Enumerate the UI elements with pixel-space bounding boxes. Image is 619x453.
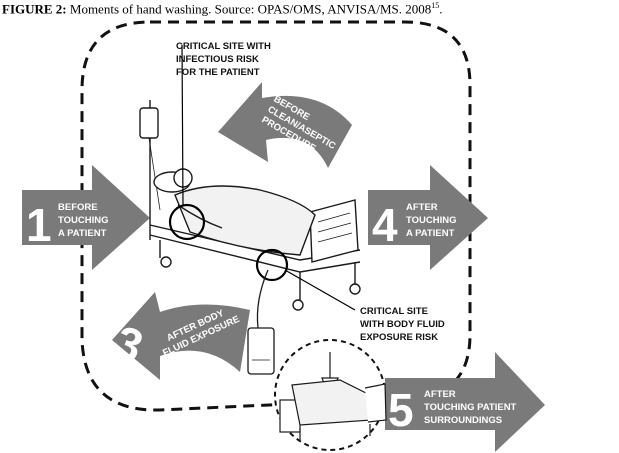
moment-1-label-line2: TOUCHING [58, 215, 109, 226]
body-fluid-leader-line [284, 269, 356, 311]
patient-surroundings-illustration [274, 339, 387, 451]
moment-5-label-line2: TOUCHING PATIENT [424, 402, 517, 413]
moment-1-number: 1 [26, 199, 52, 251]
moment-1-arrow: 1 BEFORE TOUCHING A PATIENT [22, 165, 150, 270]
drainage-bag-illustration [247, 269, 275, 375]
callout-infectious-line2: INFECTIOUS RISK [176, 54, 259, 65]
figure-caption: FIGURE 2: Moments of hand washing. Sourc… [2, 1, 443, 17]
patient-bed-illustration [139, 100, 361, 311]
patient-zone-boundary [80, 20, 472, 412]
moment-1-label-line3: A PATIENT [58, 228, 107, 239]
infectious-site-marker [168, 203, 206, 241]
callout-body-fluid-line1: CRITICAL SITE [360, 306, 428, 317]
callout-body-fluid-line3: EXPOSURE RISK [360, 332, 438, 343]
callout-infectious-line1: CRITICAL SITE WITH [176, 41, 271, 52]
caption-suffix: . [439, 1, 443, 17]
moment-5-number: 5 [388, 384, 414, 436]
moment-4-arrow: 4 AFTER TOUCHING A PATIENT [368, 165, 488, 270]
moment-4-label-line3: A PATIENT [406, 228, 455, 239]
callout-body-fluid-line2: WITH BODY FLUID [360, 319, 445, 330]
moment-4-number: 4 [372, 199, 398, 251]
caption-reference: 15 [431, 1, 440, 10]
moment-2-arrow: 2 BEFORE CLEAN/ASEPTIC PROCEDURE [214, 82, 352, 195]
moment-5-label-line3: SURROUNDINGS [424, 415, 502, 426]
caption-text: Moments of hand washing. Source: OPAS/OM… [66, 1, 432, 17]
moment-5-arrow: 5 AFTER TOUCHING PATIENT SURROUNDINGS [385, 352, 545, 452]
infectious-leader-line [181, 44, 184, 206]
moment-4-label-line1: AFTER [406, 202, 438, 213]
moment-1-label-line1: BEFORE [58, 202, 98, 213]
callout-infectious-line3: FOR THE PATIENT [176, 67, 260, 78]
moment-4-label-line2: TOUCHING [406, 215, 457, 226]
caption-prefix: FIGURE 2: [2, 1, 67, 17]
body-fluid-site-marker [255, 248, 289, 282]
moment-3-arrow: 3 AFTER BODY FLUID EXPOSURE RISK [108, 292, 250, 380]
moment-5-label-line1: AFTER [424, 389, 456, 400]
